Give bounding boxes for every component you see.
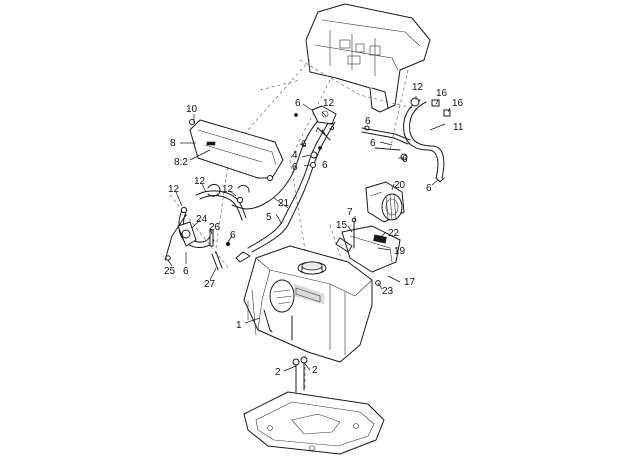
callout-6-c: 6	[292, 162, 298, 173]
callout-6-j: 6	[183, 266, 189, 277]
pump-bracket	[335, 217, 401, 286]
callout-6-e: 6	[365, 116, 371, 127]
callout-6-a: 6	[295, 98, 301, 109]
callout-6-f: 6	[370, 138, 376, 149]
callout-12-c: 12	[168, 184, 180, 195]
leader-lines	[167, 96, 451, 372]
return-hose	[361, 97, 451, 183]
fuel-hose	[231, 117, 336, 263]
callout-11: 11	[453, 122, 464, 133]
callout-19: 19	[394, 246, 406, 257]
callout-12-b: 12	[412, 82, 424, 93]
callout-20: 20	[394, 180, 406, 191]
callout-17: 17	[404, 277, 416, 288]
shroud-cover	[189, 119, 284, 181]
callout-23: 23	[382, 286, 394, 297]
callout-16-b: 16	[452, 98, 464, 109]
callout-26: 26	[209, 222, 221, 233]
callout-12-a: 12	[323, 98, 335, 109]
callout-21: 21	[278, 198, 290, 209]
callout-3: 3	[329, 122, 335, 133]
fuel-tank	[243, 245, 373, 363]
callout-1: 1	[236, 320, 242, 331]
callout-16-a: 16	[436, 88, 448, 99]
hose-clamp-left	[207, 183, 250, 197]
callout-7: 7	[347, 207, 353, 218]
callout-12-d: 12	[194, 176, 206, 187]
callout-5: 5	[266, 212, 272, 223]
fuel-pump	[365, 181, 405, 223]
hose-clamp-top	[311, 105, 337, 141]
callout-22: 22	[388, 228, 400, 239]
callout-4: 4	[292, 150, 298, 161]
rear-frame-bracket	[305, 3, 431, 113]
callout-6-d: 6	[322, 160, 328, 171]
hose-fittings	[294, 113, 322, 168]
callout-25: 25	[164, 266, 176, 277]
callout-8: 8	[170, 138, 176, 149]
callout-2-b: 2	[312, 365, 318, 376]
construction-lines	[169, 59, 421, 390]
base-plate	[243, 356, 385, 455]
callout-8-2: 8:2	[174, 157, 188, 168]
callout-6-h: 6	[426, 183, 432, 194]
callout-10: 10	[186, 104, 198, 115]
callout-15: 15	[336, 220, 348, 231]
callout-27: 27	[204, 279, 216, 290]
callout-12-e: 12	[222, 184, 234, 195]
vent-hose-left	[164, 190, 247, 271]
callout-6-g: 6	[402, 154, 408, 165]
callout-labels: 10 8 8:2 6 12 3 6 4 6 6 12 16 16 11 6 6 …	[164, 82, 464, 378]
callout-24: 24	[196, 214, 208, 225]
callout-6-b: 6	[301, 139, 307, 150]
callout-6-i: 6	[230, 230, 236, 241]
callout-2-a: 2	[275, 367, 281, 378]
